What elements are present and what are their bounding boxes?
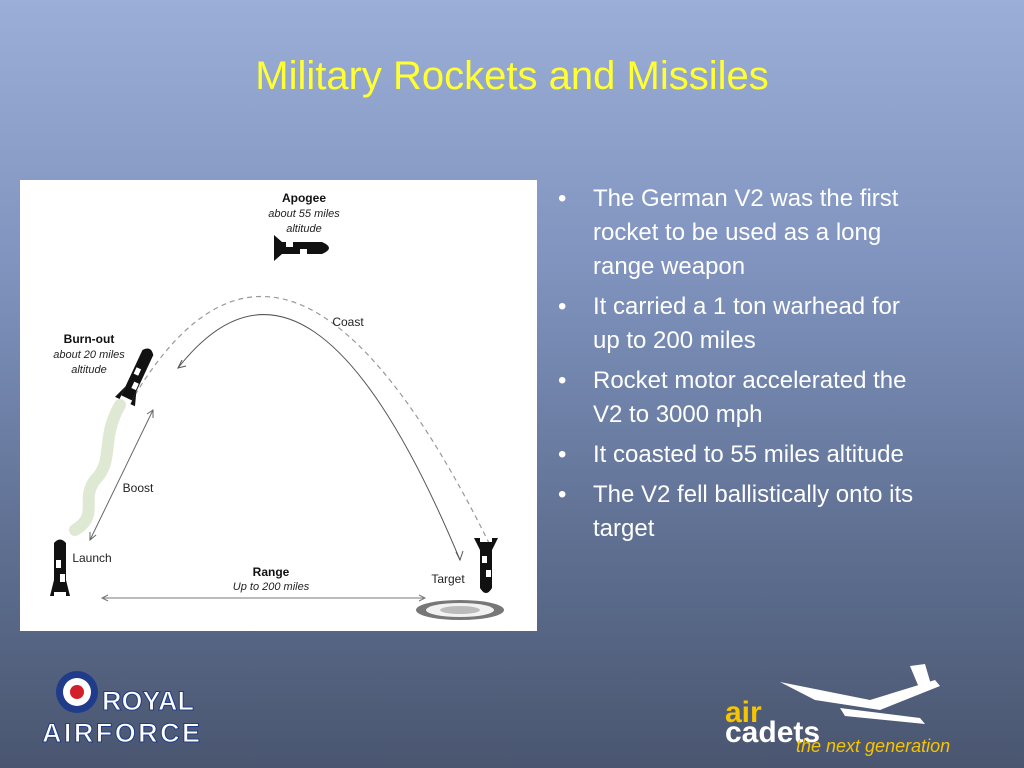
bullet-line: range weapon (593, 253, 746, 280)
cadets-text: cadets (725, 716, 820, 749)
bullet-line: target (593, 515, 655, 542)
bullet-dot: • (558, 293, 567, 320)
apogee-label: Apogee (282, 191, 326, 205)
bullet-item: • The German V2 was the first rocket to … (552, 182, 992, 284)
range-arrowhead-right (418, 594, 427, 602)
launch-rocket (50, 539, 70, 596)
boost-arrowhead-top (146, 409, 154, 418)
target-label: Target (431, 572, 465, 586)
bullet-line: It carried a 1 ton warhead for (593, 293, 900, 320)
raf-line1: ROYAL (102, 686, 194, 716)
bullet-line: V2 to 3000 mph (593, 401, 763, 428)
air-text: air (725, 696, 762, 729)
bullet-line: The German V2 was the first (593, 185, 899, 212)
glider-icon (780, 664, 940, 724)
bullet-dot: • (558, 185, 567, 212)
burnout-sub1: about 20 miles (53, 349, 125, 361)
apogee-rocket (274, 235, 329, 261)
v2-trajectory-diagram: Apogee about 55 miles altitude Burn-out … (20, 180, 537, 631)
bullet-item: • It carried a 1 ton warhead for up to 2… (552, 290, 992, 358)
bullet-item: • The V2 fell ballistically onto its tar… (552, 478, 992, 546)
tagline-text: the next generation (796, 736, 950, 756)
raf-logo: ROYAL AIRFORCE (40, 670, 210, 750)
bullet-list: • The German V2 was the first rocket to … (552, 182, 992, 552)
burnout-label: Burn-out (64, 332, 115, 346)
boost-label: Boost (123, 481, 154, 495)
bullet-item: • Rocket motor accelerated the V2 to 300… (552, 364, 992, 432)
bullet-line: The V2 fell ballistically onto its (593, 481, 914, 508)
bullet-line: up to 200 miles (593, 327, 756, 354)
range-label: Range (253, 565, 290, 579)
target-rocket (474, 538, 498, 593)
bullet-item: • It coasted to 55 miles altitude (552, 438, 992, 472)
raf-line2: AIRFORCE (42, 718, 200, 748)
bullet-dot: • (558, 481, 567, 508)
burnout-sub2: altitude (71, 364, 106, 376)
apogee-sub2: altitude (286, 223, 321, 235)
boost-arrowhead-bottom (89, 532, 97, 542)
range-sub: Up to 200 miles (233, 581, 310, 593)
apogee-sub1: about 55 miles (268, 208, 340, 220)
exhaust-trail (69, 399, 126, 536)
slide-title: Military Rockets and Missiles (255, 54, 769, 98)
coast-arrowhead-end (455, 550, 464, 562)
bullet-line: Rocket motor accelerated the (593, 367, 907, 394)
trajectory-path (134, 295, 491, 546)
bullet-line: rocket to be used as a long (593, 219, 882, 246)
burnout-rocket (115, 348, 154, 407)
bullet-dot: • (558, 441, 567, 468)
coast-arrowhead-start (177, 359, 187, 369)
launch-label: Launch (72, 551, 111, 565)
air-cadets-logo: air cadets the next generation (720, 660, 1010, 760)
target-ring-inner (440, 606, 480, 614)
coast-arrow (177, 314, 461, 561)
bullet-line: It coasted to 55 miles altitude (593, 441, 904, 468)
boost-arrow (89, 409, 154, 541)
coast-label: Coast (332, 315, 364, 329)
range-arrowhead-left (100, 594, 109, 602)
bullet-dot: • (558, 367, 567, 394)
